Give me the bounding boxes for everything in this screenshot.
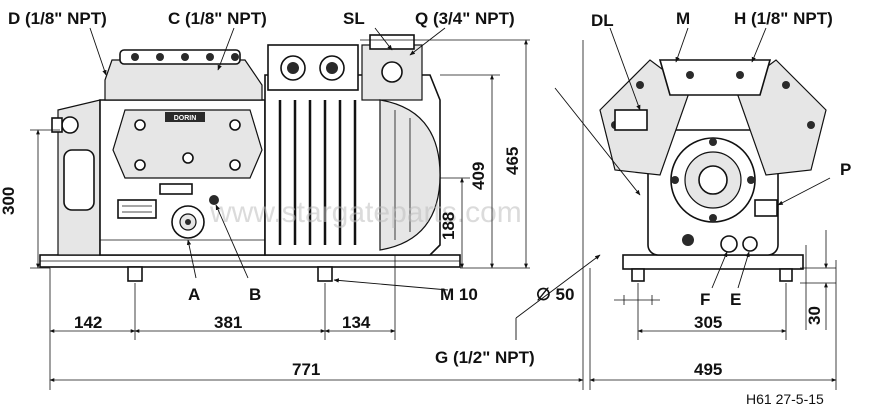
discharge-dl — [614, 109, 648, 131]
front-view — [599, 59, 827, 282]
label-sl: SL — [343, 9, 365, 28]
valve-bolts — [134, 119, 241, 171]
cylinder-head-top — [104, 59, 263, 101]
label-a: A — [188, 285, 200, 304]
label-q: Q (3/4" NPT) — [415, 9, 515, 28]
label-m10: M 10 — [440, 285, 478, 304]
dim-465: 465 — [503, 147, 522, 175]
front-base — [622, 254, 804, 270]
valve-block — [112, 109, 263, 179]
nameplate — [117, 199, 157, 219]
brand-logo: DORIN — [174, 115, 197, 122]
dim-381: 381 — [214, 313, 242, 332]
dim-142: 142 — [74, 313, 102, 332]
fitting-b — [209, 195, 219, 205]
label-g: G (1/2" NPT) — [435, 348, 535, 367]
dim-300: 300 — [0, 187, 18, 215]
label-diameter: ∅ 50 — [536, 285, 574, 304]
dimension-lines — [30, 39, 837, 390]
pump-bolts — [671, 138, 755, 222]
label-b: B — [249, 285, 261, 304]
fitting-p — [754, 199, 778, 217]
foot-left — [127, 266, 143, 282]
dim-495: 495 — [694, 360, 722, 379]
leader-lines — [89, 27, 831, 340]
side-view: DORIN — [39, 34, 461, 282]
label-e: E — [730, 290, 741, 309]
fitting-d — [61, 116, 79, 134]
dim-134: 134 — [342, 313, 371, 332]
foot-right — [317, 266, 333, 282]
callout-labels: D (1/8" NPT) C (1/8" NPT) SL Q (3/4" NPT… — [8, 9, 851, 367]
fitting-e — [742, 236, 758, 252]
dim-305: 305 — [694, 313, 722, 332]
dim-188: 188 — [439, 212, 458, 240]
drawing-code: H61 27-5-15 — [746, 391, 824, 407]
label-dl: DL — [591, 11, 614, 30]
fitting-f — [720, 235, 738, 253]
watermark: www.stargateparts.com — [209, 196, 522, 229]
label-m: M — [676, 9, 690, 28]
label-f: F — [700, 290, 710, 309]
label-p: P — [840, 160, 851, 179]
dim-771: 771 — [292, 360, 320, 379]
head-bolts — [131, 53, 239, 61]
label-d: D (1/8" NPT) — [8, 9, 107, 28]
label-c: C (1/8" NPT) — [168, 9, 267, 28]
motor-fins — [278, 100, 357, 245]
dim-30: 30 — [805, 306, 824, 325]
label-h: H (1/8" NPT) — [734, 9, 833, 28]
dim-409: 409 — [469, 162, 488, 190]
dimension-values: 300 409 465 188 30 142 381 134 771 305 4… — [0, 147, 824, 379]
